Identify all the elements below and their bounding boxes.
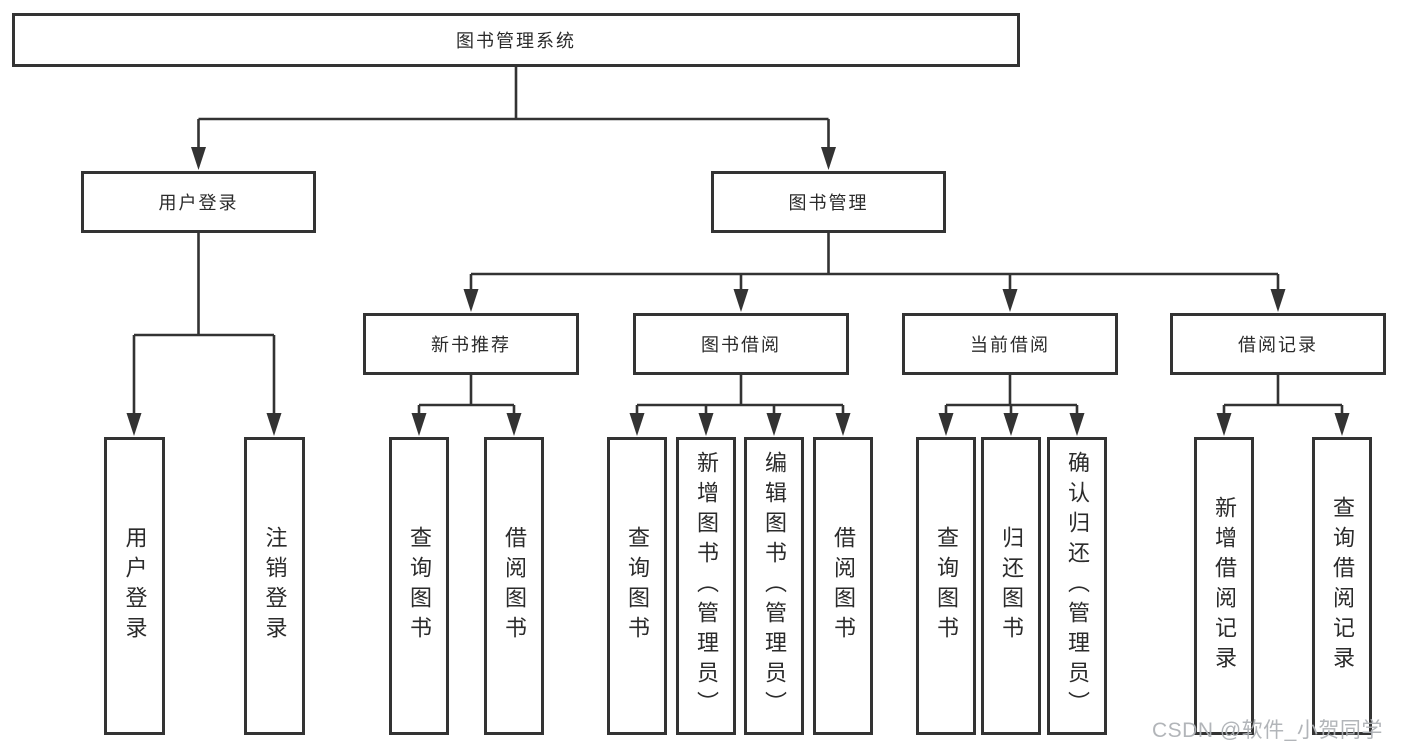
arrowhead-down-icon [411,413,427,436]
connector-userlogin-to-leaves [132,233,276,418]
leaf-borrow-query-books: 查询图书 [607,437,667,735]
node-system-root: 图书管理系统 [12,13,1020,67]
arrowhead-down-icon [126,413,142,436]
node-book-borrow: 图书借阅 [633,313,849,375]
leaf-borrow-edit-books-admin: 编辑图书（管理员） [744,437,804,735]
connector-bookmgmt-to-level3 [469,233,1280,295]
leaf-current-return-books: 归还图书 [981,437,1041,735]
leaf-recommend-borrow-books: 借阅图书 [484,437,544,735]
leaf-recommend-query-books: 查询图书 [389,437,449,735]
arrowhead-down-icon [835,413,851,436]
leaf-current-query-books: 查询图书 [916,437,976,735]
connector-records-to-leaves [1222,375,1344,418]
node-new-book-recommend: 新书推荐 [363,313,579,375]
arrowhead-down-icon [266,413,282,436]
arrowhead-down-icon [821,147,836,170]
arrowhead-down-icon [1334,413,1350,436]
leaf-borrow-borrow-books: 借阅图书 [813,437,873,735]
leaf-records-query-record: 查询借阅记录 [1312,437,1372,735]
csdn-watermark: CSDN @软件_小贺同学 [1152,719,1383,742]
connector-borrow-to-leaves [635,375,845,418]
arrowhead-down-icon [506,413,522,436]
connector-recommend-to-leaves [417,375,516,418]
leaf-borrow-add-books-admin: 新增图书（管理员） [676,437,736,735]
connector-current-to-leaves [944,375,1079,418]
arrowhead-down-icon [463,289,479,312]
arrowhead-down-icon [1002,289,1018,312]
arrowhead-down-icon [1270,289,1286,312]
arrowhead-down-icon [698,413,714,436]
leaf-current-confirm-return-admin: 确认归还（管理员） [1047,437,1107,735]
arrowhead-down-icon [191,147,206,170]
arrowhead-down-icon [1216,413,1232,436]
node-book-management: 图书管理 [711,171,946,233]
connector-root-to-level2 [197,67,830,153]
arrowhead-down-icon [1003,413,1019,436]
node-borrow-records: 借阅记录 [1170,313,1386,375]
node-current-borrow: 当前借阅 [902,313,1118,375]
leaf-logout: 注销登录 [244,437,305,735]
arrowhead-down-icon [629,413,645,436]
arrowhead-down-icon [938,413,954,436]
arrowhead-down-icon [766,413,782,436]
arrowhead-down-icon [1069,413,1085,436]
arrowhead-down-icon [733,289,749,312]
leaf-user-login: 用户登录 [104,437,165,735]
leaf-records-add-record: 新增借阅记录 [1194,437,1254,735]
node-user-login: 用户登录 [81,171,316,233]
